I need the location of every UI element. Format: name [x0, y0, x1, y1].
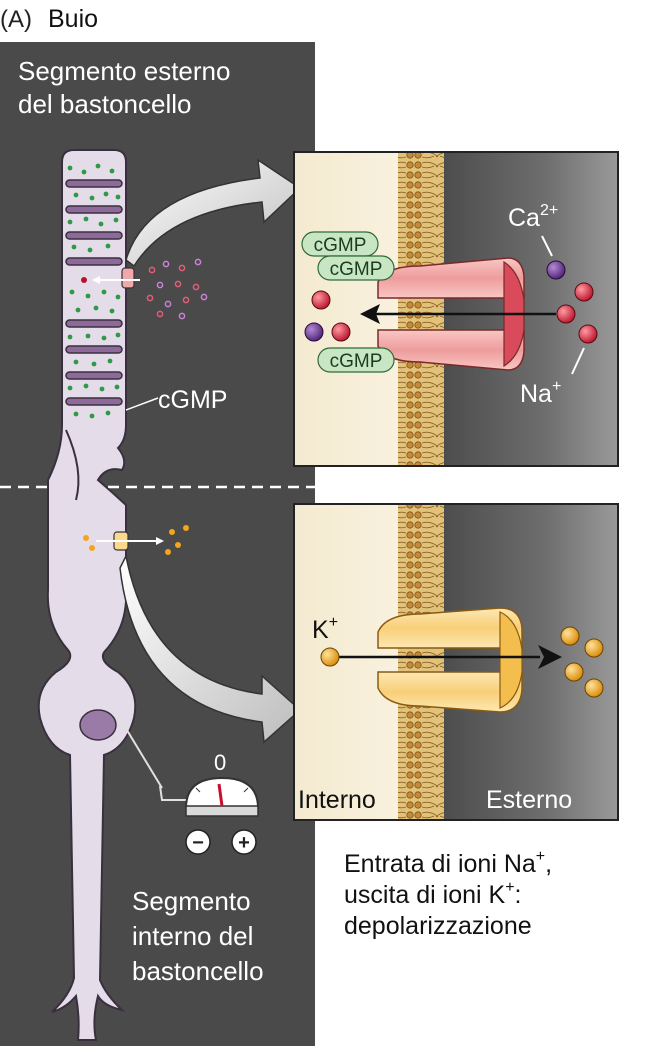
top-inset: cGMP cGMP cGMP Ca2+ Na+ — [293, 151, 619, 467]
cgmp-tag-2 — [317, 255, 395, 281]
sodium-ion — [556, 304, 576, 324]
potassium-ion — [564, 662, 584, 682]
rod-k-channel-small — [83, 525, 189, 555]
top-inset-frame — [293, 151, 619, 467]
sodium-label: Na+ — [520, 378, 561, 408]
cgmp-rod-leader — [125, 397, 159, 411]
rod-nucleus — [79, 709, 117, 741]
potassium-symbol: K — [312, 616, 329, 644]
calcium-leader — [541, 235, 553, 257]
bottom-inset-inside — [294, 504, 398, 820]
calcium-symbol: Ca — [508, 204, 540, 232]
rod-disc — [65, 319, 123, 328]
cgmp-dots-rod — [67, 163, 121, 419]
inner-segment-label-line1: Segmento — [132, 886, 251, 916]
potassium-ion — [584, 678, 604, 698]
rod-disc — [65, 397, 123, 406]
sodium-ion — [578, 324, 598, 344]
voltmeter-plus-terminal: + — [231, 829, 257, 855]
top-inset-outside — [438, 152, 618, 466]
top-flux-arrowhead — [360, 304, 380, 324]
voltmeter-plus-sign: + — [238, 832, 250, 854]
rod-disc — [65, 231, 123, 240]
bottom-inset: K+ Interno Esterno — [293, 503, 619, 821]
sodium-ion — [574, 282, 594, 302]
voltmeter-minus-terminal: − — [185, 829, 211, 855]
potassium-channel — [377, 607, 523, 713]
outer-segment-label-line2: del bastoncello — [18, 89, 191, 119]
cgmp-gated-channel — [377, 257, 525, 371]
inner-segment-label-line3: bastoncello — [132, 956, 264, 986]
calcium-charge: 2+ — [540, 202, 558, 219]
calcium-ion — [304, 322, 324, 342]
rod-disc — [65, 205, 123, 214]
bottom-inset-frame — [293, 503, 619, 821]
extracellular-ions-top — [146, 258, 208, 320]
rod-disc — [65, 371, 123, 380]
panel-title: Buio — [48, 5, 98, 33]
sodium-ion — [331, 322, 351, 342]
top-inset-membrane — [398, 152, 444, 466]
outside-label: Esterno — [486, 786, 572, 814]
rod-disc — [65, 179, 123, 188]
inside-label: Interno — [298, 786, 376, 814]
microelectrode-wire — [159, 785, 186, 801]
microelectrode — [115, 711, 163, 789]
cgmp-tag-3-text: cGMP — [330, 351, 383, 372]
outer-segment-label-line1: Segmento esterno — [18, 56, 230, 86]
rod-disc — [65, 345, 123, 354]
rod-connecting-cilium — [65, 429, 80, 501]
cgmp-tag-3 — [317, 347, 395, 373]
panel-letter: (A) — [0, 6, 32, 33]
caption-line1-sup: + — [536, 848, 545, 865]
calcium-ion — [546, 260, 566, 280]
voltmeter-reading: 0 — [214, 750, 226, 775]
caption-line2-sup: + — [505, 879, 514, 896]
caption-line1-end: , — [545, 850, 552, 878]
voltmeter — [184, 776, 260, 817]
potassium-ion — [584, 638, 604, 658]
caption-line1-text: Entrata di ioni Na — [344, 850, 536, 878]
caption-line1: Entrata di ioni Na+, — [344, 848, 552, 878]
caption-line3: depolarizzazione — [344, 912, 532, 940]
rod-disc — [65, 257, 123, 266]
bottom-inset-outside — [438, 504, 618, 820]
caption-line2-text: uscita di ioni K — [344, 881, 506, 909]
sodium-leader — [571, 347, 585, 375]
sodium-ion — [311, 290, 331, 310]
top-inset-inside — [294, 152, 398, 466]
callout-arrow-bottom — [119, 553, 302, 744]
rod-cgmp-channel-small — [81, 267, 140, 289]
potassium-label: K+ — [312, 614, 338, 644]
cgmp-tag-1-text: cGMP — [314, 235, 367, 256]
inner-segment-label-line2: interno del — [132, 921, 253, 951]
calcium-label: Ca2+ — [508, 202, 558, 232]
outer-segment-label: Segmento esterno del bastoncello — [18, 56, 238, 119]
caption-line2-end: : — [515, 881, 522, 909]
sodium-symbol: Na — [520, 380, 552, 408]
potassium-charge: + — [329, 614, 338, 631]
sodium-charge: + — [552, 378, 561, 395]
cgmp-tag-2-text: cGMP — [330, 259, 383, 280]
potassium-ion — [560, 626, 580, 646]
bottom-inset-membrane — [398, 504, 444, 820]
inner-segment-label: Segmento interno del bastoncello — [132, 886, 264, 986]
potassium-ion — [320, 647, 340, 667]
bottom-flux-arrowhead — [538, 645, 562, 669]
voltmeter-minus-sign: − — [192, 832, 204, 854]
rod-discs — [65, 179, 123, 406]
cgmp-rod-label: cGMP — [158, 386, 227, 414]
caption: Entrata di ioni Na+, uscita di ioni K+: … — [344, 848, 559, 940]
caption-line2: uscita di ioni K+: — [344, 879, 522, 909]
